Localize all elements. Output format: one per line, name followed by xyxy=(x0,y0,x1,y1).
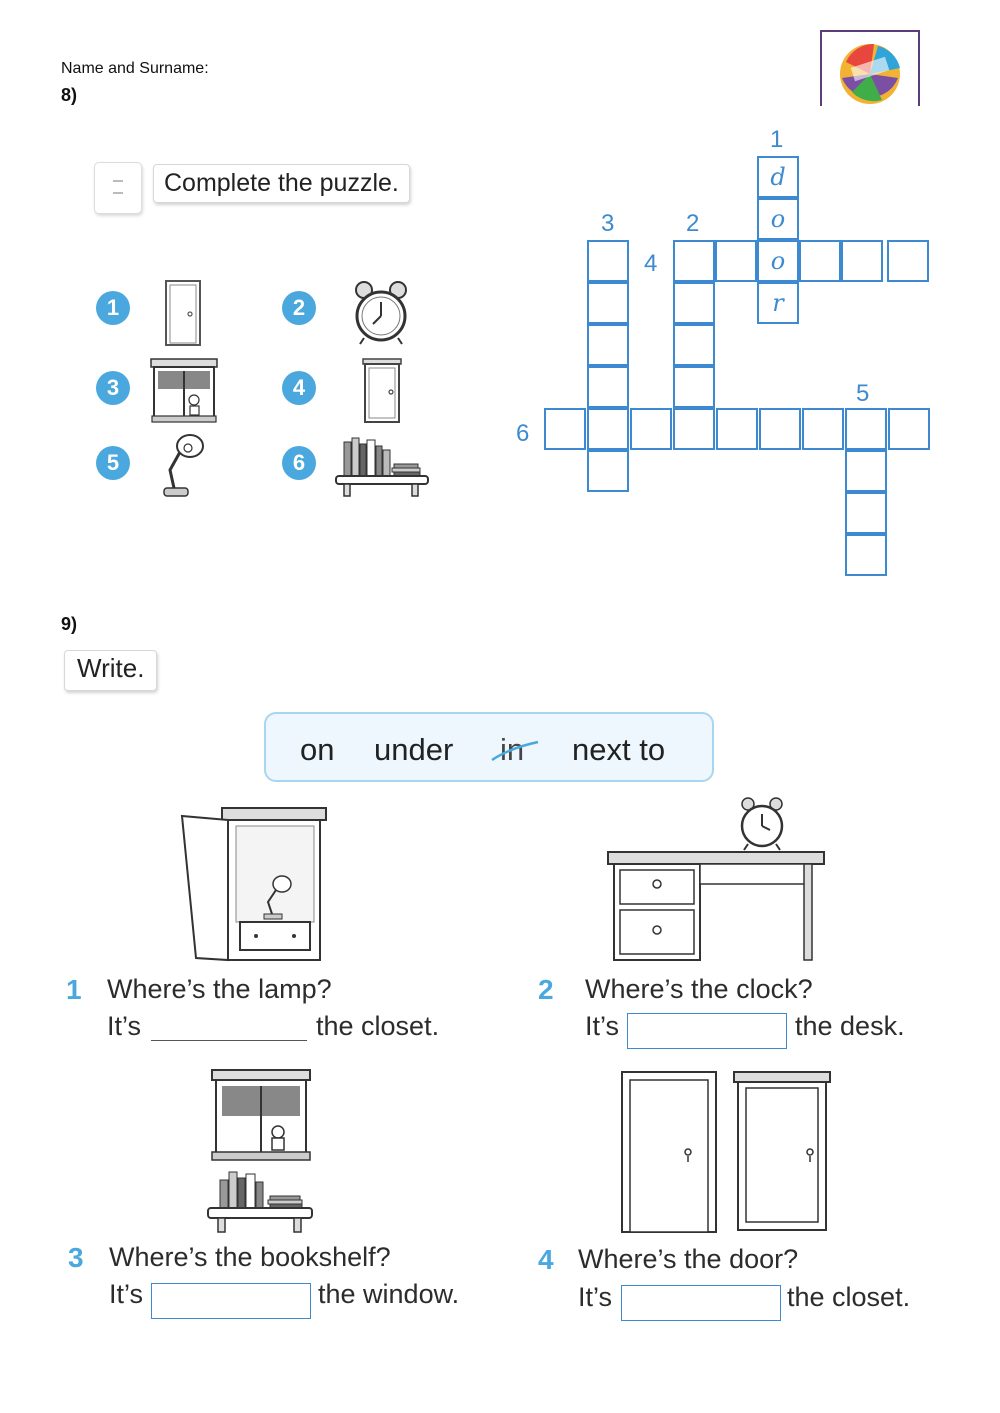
crossword-cell-3-4[interactable] xyxy=(587,366,629,408)
clue-number-6: 6 xyxy=(282,446,316,480)
section-8-number: 8) xyxy=(61,85,78,105)
strike-through-mark xyxy=(491,740,539,762)
question-1-text: Where’s the lamp? xyxy=(107,974,332,1004)
crossword-number-5: 5 xyxy=(856,380,870,407)
crossword-grid: 1 3 2 4 5 6 d o o r xyxy=(0,0,1000,600)
crossword-cell-1-3[interactable]: o xyxy=(757,240,799,282)
crossword-cell-6-6[interactable] xyxy=(759,408,801,450)
crossword-cell-6-5[interactable] xyxy=(716,408,758,450)
answer-2-its: It’s xyxy=(585,1011,620,1041)
crossword-cell-6-1[interactable] xyxy=(544,408,586,450)
crossword-cell-6-3[interactable] xyxy=(630,408,672,450)
desk-with-clock-icon xyxy=(606,796,826,967)
crossword-cell-4-6[interactable] xyxy=(887,240,929,282)
question-4-text: Where’s the door? xyxy=(578,1244,799,1274)
word-on: on xyxy=(300,732,335,767)
clue-number-3: 3 xyxy=(96,371,130,405)
school-logo xyxy=(820,30,920,106)
write-instruction: Write. xyxy=(64,650,158,691)
answer-1-blank[interactable] xyxy=(151,1040,307,1041)
crossword-cell-1-1[interactable]: d xyxy=(757,156,799,198)
crossword-number-2: 2 xyxy=(686,210,700,237)
clue-number-4: 4 xyxy=(282,371,316,405)
crossword-cell-6-4[interactable] xyxy=(673,408,715,450)
door-icon xyxy=(162,280,204,351)
question-2-text: Where’s the clock? xyxy=(585,974,813,1004)
crossword-cell-5-2[interactable] xyxy=(845,450,887,492)
question-1-number: 1 xyxy=(66,974,82,1005)
crossword-cell-3-2[interactable] xyxy=(587,282,629,324)
question-3-number: 3 xyxy=(68,1242,84,1273)
clue-number-1: 1 xyxy=(96,291,130,325)
crossword-cell-5-3[interactable] xyxy=(845,492,887,534)
audio-speaker-icon[interactable] xyxy=(94,162,142,214)
word-under: under xyxy=(374,732,454,767)
crossword-cell-5-4[interactable] xyxy=(845,534,887,576)
answer-4-after: the closet. xyxy=(787,1282,911,1312)
window-icon xyxy=(150,358,218,429)
answer-2-input[interactable] xyxy=(627,1013,787,1049)
answer-3-input[interactable] xyxy=(151,1283,311,1319)
question-4-number: 4 xyxy=(538,1244,554,1275)
crossword-cell-3-6[interactable] xyxy=(587,450,629,492)
answer-4-its: It’s xyxy=(578,1282,613,1312)
crossword-number-3: 3 xyxy=(601,210,615,237)
answer-2-after: the desk. xyxy=(795,1011,905,1041)
crossword-cell-6-2[interactable] xyxy=(587,408,629,450)
crossword-number-6: 6 xyxy=(516,420,530,447)
bookshelf-icon xyxy=(334,436,430,503)
answer-1-after: the closet. xyxy=(316,1011,440,1041)
crossword-cell-2-2[interactable] xyxy=(673,282,715,324)
door-next-to-closet-icon xyxy=(620,1070,832,1239)
crossword-number-4: 4 xyxy=(644,250,658,277)
closet-icon xyxy=(361,358,403,429)
section-9-number: 9) xyxy=(61,614,78,634)
clue-number-2: 2 xyxy=(282,291,316,325)
question-3-text: Where’s the bookshelf? xyxy=(109,1242,391,1272)
closet-with-lamp-icon xyxy=(180,806,330,967)
crossword-cell-6-9[interactable] xyxy=(888,408,930,450)
crossword-cell-3-1[interactable] xyxy=(587,240,629,282)
word-next-to: next to xyxy=(572,732,666,767)
crossword-cell-6-8[interactable] xyxy=(845,408,887,450)
crossword-cell-2-3[interactable] xyxy=(673,324,715,366)
crossword-cell-1-4[interactable]: r xyxy=(757,282,799,324)
clue-number-5: 5 xyxy=(96,446,130,480)
crossword-number-1: 1 xyxy=(770,126,784,153)
crossword-cell-6-7[interactable] xyxy=(802,408,844,450)
crossword-cell-4-5[interactable] xyxy=(841,240,883,282)
answer-4-input[interactable] xyxy=(621,1285,781,1321)
answer-3-after: the window. xyxy=(318,1279,460,1309)
crossword-cell-1-2[interactable]: o xyxy=(757,198,799,240)
crossword-cell-3-3[interactable] xyxy=(587,324,629,366)
word-bank: on under in next to xyxy=(264,712,714,782)
crossword-cell-4-4[interactable] xyxy=(799,240,841,282)
name-surname-label: Name and Surname: xyxy=(61,60,209,77)
question-2-number: 2 xyxy=(538,974,554,1005)
lamp-icon xyxy=(158,432,210,503)
answer-1-its: It’s xyxy=(107,1011,142,1041)
crossword-cell-2-4[interactable] xyxy=(673,366,715,408)
crossword-cell-4-1[interactable] xyxy=(673,240,715,282)
puzzle-instruction: Complete the puzzle. xyxy=(153,164,410,203)
answer-3-its: It’s xyxy=(109,1279,144,1309)
alarm-clock-icon xyxy=(352,280,410,351)
window-bookshelf-icon xyxy=(206,1068,316,1239)
crossword-cell-4-2[interactable] xyxy=(715,240,757,282)
